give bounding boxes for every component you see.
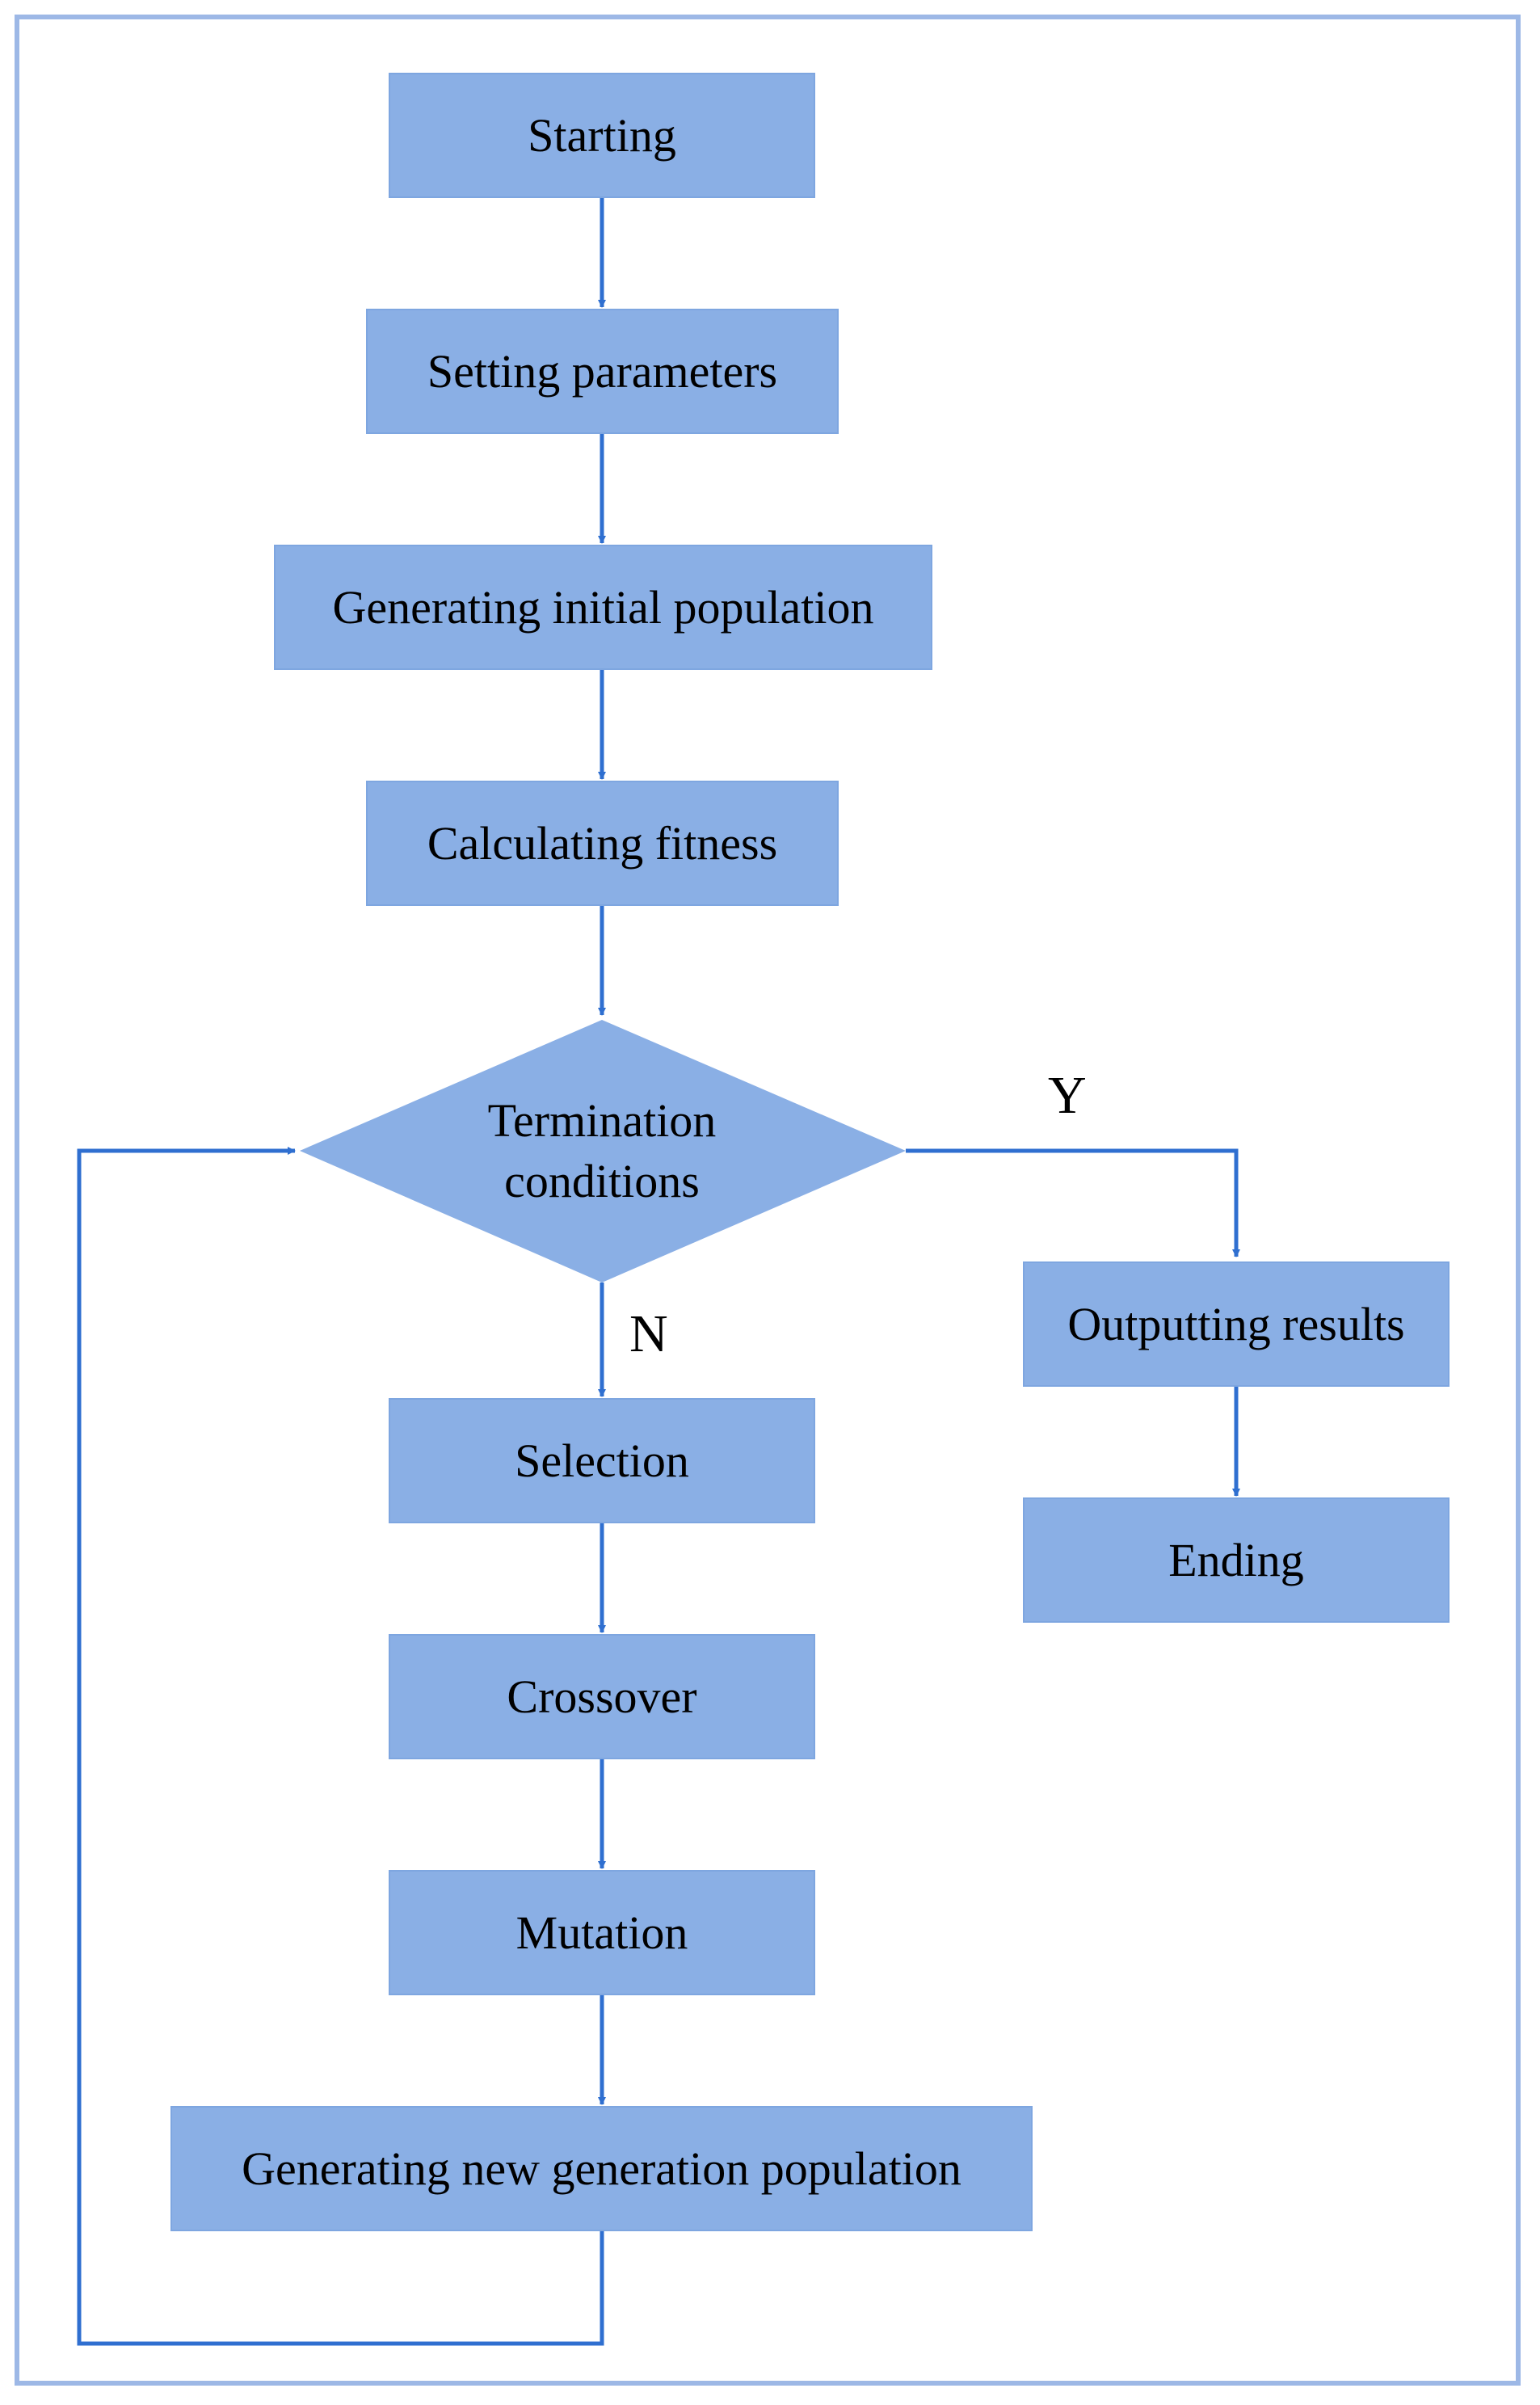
set-params-box: Setting parameters xyxy=(366,309,839,434)
output-box: Outputting results xyxy=(1023,1261,1450,1387)
start-box: Starting xyxy=(389,73,815,198)
termination-label-line1: Termination xyxy=(487,1093,717,1147)
termination-diamond xyxy=(300,1020,906,1283)
termination-text: Termination conditions xyxy=(440,1086,764,1215)
fitness-label: Calculating fitness xyxy=(427,816,778,870)
crossover-label: Crossover xyxy=(507,1670,697,1723)
end-box: Ending xyxy=(1023,1497,1450,1623)
arrow-termination-to-output xyxy=(906,1148,1240,1257)
mutation-label: Mutation xyxy=(515,1906,688,1959)
arrow-loop-back xyxy=(77,1147,604,2346)
new-generation-label: Generating new generation population xyxy=(242,2142,961,2195)
crossover-box: Crossover xyxy=(389,1634,815,1759)
mutation-box: Mutation xyxy=(389,1870,815,1995)
selection-label: Selection xyxy=(515,1434,689,1487)
end-label: Ending xyxy=(1168,1533,1304,1586)
start-label: Starting xyxy=(528,108,676,162)
init-population-label: Generating initial population xyxy=(332,580,874,634)
output-label: Outputting results xyxy=(1067,1297,1405,1350)
fitness-box: Calculating fitness xyxy=(366,781,839,906)
no-label: N xyxy=(629,1304,668,1363)
yes-label: Y xyxy=(1048,1066,1087,1125)
new-generation-box: Generating new generation population xyxy=(170,2106,1033,2231)
diagram-frame xyxy=(15,15,1521,2386)
termination-label-line2: conditions xyxy=(504,1155,700,1207)
init-population-box: Generating initial population xyxy=(274,545,932,670)
set-params-label: Setting parameters xyxy=(427,344,778,398)
selection-box: Selection xyxy=(389,1398,815,1523)
